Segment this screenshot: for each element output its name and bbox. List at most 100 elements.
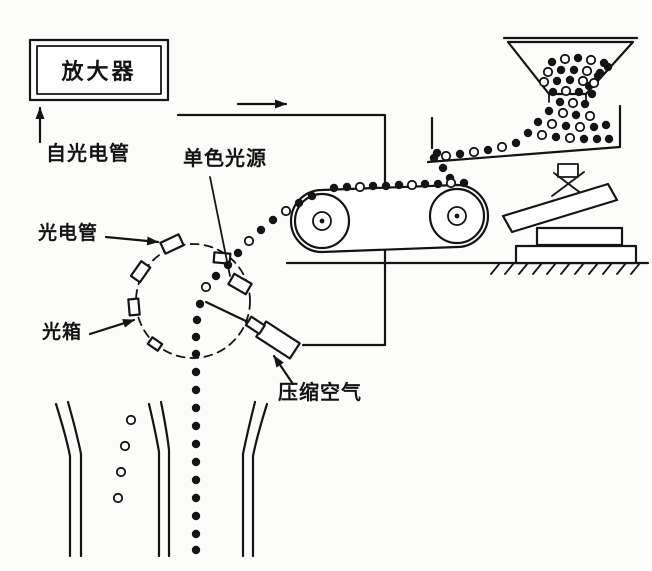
grain-dot-dark (561, 121, 571, 131)
right-vane-inner (241, 400, 257, 558)
middle-vane-inner (159, 400, 171, 558)
grain-dot-dark (548, 87, 558, 97)
grain-dot-dark (381, 181, 391, 191)
grain-dot-dark (191, 457, 201, 467)
grain-dot-light (538, 76, 550, 88)
photocell-rect-lower-left (146, 336, 164, 352)
grain-dot-dark (574, 87, 584, 97)
feeder-base-upper (535, 226, 624, 247)
inspection-chamber (127, 233, 253, 359)
grain-dot-light (200, 281, 212, 293)
grain-dot-light (280, 205, 292, 217)
grain-dot-dark (552, 76, 562, 86)
grain-dot-dark (233, 248, 243, 258)
grain-dot-dark (603, 62, 613, 72)
photocell-rect-left (127, 297, 141, 317)
middle-vane-outer (147, 402, 161, 558)
grain-dot-dark (544, 106, 554, 116)
right-pulley-axle (454, 213, 460, 219)
grain-dot-light (574, 121, 586, 133)
grain-dot-light (243, 235, 255, 247)
grain-dot-dark (294, 198, 304, 208)
conveyor-belt (289, 183, 490, 254)
grain-dot-light (560, 85, 572, 97)
grain-dot-dark (580, 99, 590, 109)
ejector-nozzle (204, 300, 301, 360)
grain-dot-dark (455, 149, 465, 159)
grain-dot-dark (192, 315, 202, 325)
amplifier-label: 放大器 (61, 60, 137, 85)
amplifier-box-outer (28, 38, 170, 102)
grain-dot-dark (256, 225, 266, 235)
ground-hatching (490, 262, 641, 275)
grain-dot-dark (268, 215, 278, 225)
grain-dot-dark (593, 71, 603, 81)
photocell-rect-upper-left (129, 260, 152, 284)
grain-dot-dark (191, 349, 201, 359)
grain-dot-dark (533, 117, 543, 127)
grain-dot-dark (191, 421, 201, 431)
grain-dot-dark (191, 511, 201, 521)
amplifier-box-inner (36, 45, 162, 95)
grain-dot-dark (579, 134, 589, 144)
grain-dot-light (559, 53, 571, 65)
grain-dot-dark (555, 97, 565, 107)
right-vane-outer (251, 402, 269, 558)
photocell-rect-right (227, 272, 253, 296)
feeder-base-lower (514, 244, 638, 265)
feed-hopper (502, 36, 639, 103)
photocell-rect-top (159, 233, 185, 255)
grain-dot-dark (307, 191, 317, 201)
grain-dot-dark (589, 122, 599, 132)
air-jet-line (204, 300, 252, 325)
grain-dot-dark (191, 545, 201, 555)
grain-dot-dark (511, 138, 521, 148)
compressed-air-label: 压缩空气 (278, 380, 362, 404)
grain-dot-dark (587, 89, 597, 99)
grain-dot-dark (191, 367, 201, 377)
grain-dot-dark (569, 65, 579, 75)
grain-dot-dark (342, 182, 352, 192)
left-pulley-axle (319, 218, 325, 224)
grain-dot-dark (223, 260, 233, 270)
grain-dot-dark (601, 120, 611, 130)
grain-dot-dark (592, 134, 602, 144)
grain-dot-light (557, 107, 569, 119)
grain-dot-light (445, 177, 457, 189)
grain-dot-dark (459, 178, 469, 188)
grain-dot-dark (604, 134, 614, 144)
grain-dot-light (581, 65, 593, 77)
grain-dot-dark (547, 57, 557, 67)
grain-dot-light (119, 440, 131, 452)
photocell-label: 光电管 (38, 222, 99, 244)
grain-dot-light (577, 75, 589, 87)
grain-dot-dark (191, 475, 201, 485)
grain-dot-dark (565, 75, 575, 85)
grain-dot-dark (191, 385, 201, 395)
grain-dot-dark (551, 132, 561, 142)
feeder-tray (426, 104, 622, 164)
grain-dot-light (585, 54, 597, 66)
left-vane-inner (66, 400, 83, 558)
feeder-stub (557, 163, 579, 178)
feeder-spring-cross (551, 171, 585, 197)
grain-dot-dark (211, 271, 221, 281)
grain-dot-dark (191, 529, 201, 539)
grain-dot-light (588, 77, 600, 89)
grain-dots (112, 53, 614, 555)
compressed-air-pointer-arrow-icon (272, 354, 295, 386)
grain-dot-light (468, 146, 480, 158)
divider-vanes (54, 400, 269, 558)
feeder-slant-body (501, 182, 619, 234)
grain-dot-light (584, 110, 596, 122)
nozzle-tip (244, 315, 266, 335)
vibrating-feeder (426, 104, 638, 265)
grain-dot-dark (191, 493, 201, 503)
grain-dot-dark (556, 65, 566, 75)
grain-dot-dark (329, 183, 339, 193)
grain-dot-light (440, 150, 452, 162)
grain-dot-light (546, 118, 558, 130)
light-source-leader-line (209, 176, 231, 277)
